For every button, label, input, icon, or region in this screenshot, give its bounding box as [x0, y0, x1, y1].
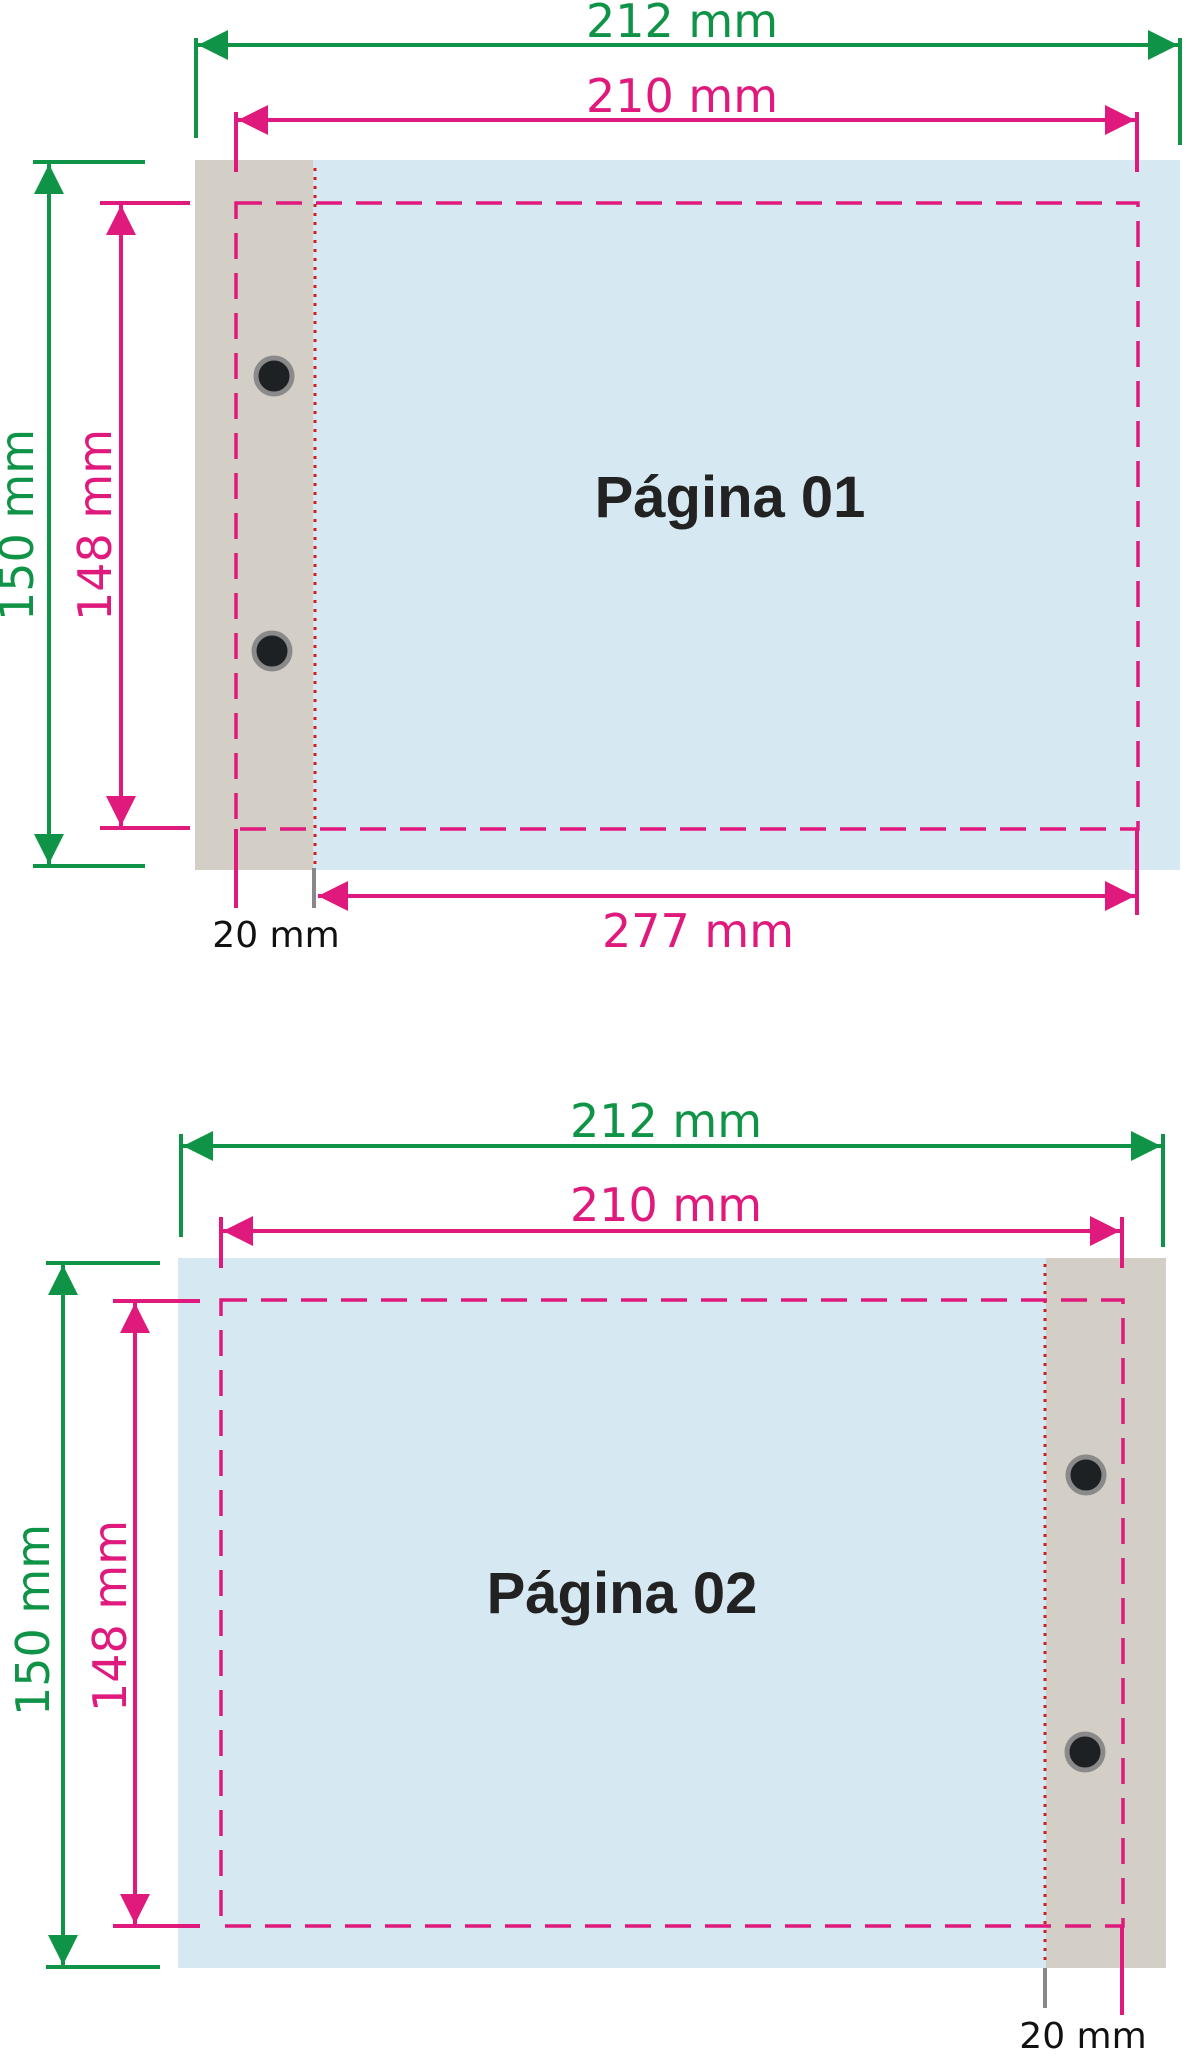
page-1-height-inner-label: 148 mm: [68, 429, 122, 621]
page-2-height-inner-label: 148 mm: [83, 1520, 137, 1712]
page-2-label: Página 02: [487, 1561, 758, 1626]
page-1-content-width-label: 277 mm: [602, 904, 794, 958]
page-2-binding-strip: [1046, 1258, 1166, 1968]
page-2-hole-bottom: [1064, 1731, 1106, 1773]
page-2-sheet: [178, 1258, 1166, 1968]
page-1-height-outer-label: 150 mm: [0, 429, 44, 621]
page-1-binding-label: 20 mm: [212, 915, 339, 956]
page-2-group: Página 02 212 mm 210 mm 150 mm 148 mm 20…: [6, 1094, 1166, 2055]
page-2-width-outer-label: 212 mm: [570, 1094, 762, 1148]
page-1-width-outer-label: 212 mm: [586, 0, 778, 48]
page-1-trim-box: [234, 201, 1140, 831]
page-1-hole-bottom: [251, 630, 293, 672]
page-1-width-inner-label: 210 mm: [586, 69, 778, 123]
page-1-hole-top: [253, 355, 295, 397]
page-2-hole-top: [1065, 1454, 1107, 1496]
page-2-binding-label: 20 mm: [1019, 2016, 1146, 2055]
page-1-binding-strip: [195, 160, 313, 870]
page-2-width-inner-label: 210 mm: [570, 1178, 762, 1232]
page-1-group: Página 01 212 mm 210 mm 150 mm 148 mm 20…: [0, 0, 1182, 958]
page-1-label: Página 01: [595, 465, 866, 530]
page-2-height-outer-label: 150 mm: [6, 1524, 60, 1716]
page-2-trim-box: [219, 1298, 1125, 1928]
page-1-sheet: [195, 160, 1180, 870]
